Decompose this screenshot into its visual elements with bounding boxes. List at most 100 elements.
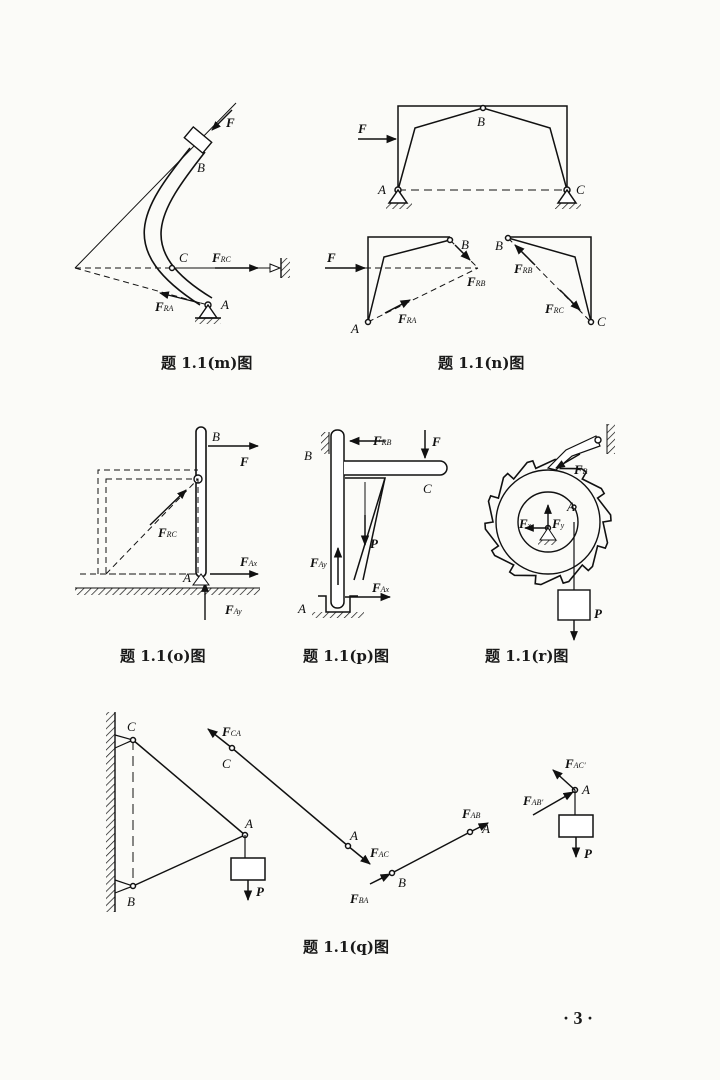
label-C-p: C — [423, 481, 432, 496]
bar-BA-q — [132, 834, 246, 887]
label-FAC-q: FAC — [369, 845, 390, 860]
caption-m: 题 1.1(m)图 — [161, 354, 253, 372]
gear-outline-r — [484, 458, 612, 586]
label-FR-r: FR — [573, 462, 588, 477]
label-A-n-left: A — [350, 321, 359, 336]
label-FRA-m: FRA — [154, 299, 174, 314]
page-number: · 3 · — [563, 1008, 594, 1028]
dashed-rect-o-inner — [97, 469, 198, 574]
label-FAx-o: FAx — [239, 554, 258, 569]
label-C-n-top: C — [576, 182, 585, 197]
label-B-fbd-q: B — [398, 875, 406, 890]
bent-bar-inner — [160, 151, 213, 299]
support-A-m — [197, 303, 219, 319]
label-F-o: F — [239, 454, 249, 469]
label-A2-fbd-q: A — [481, 821, 490, 836]
label-F-m: F — [225, 115, 235, 130]
support-A-n — [387, 188, 409, 204]
label-FCA-q: FCA — [221, 724, 241, 739]
label-B-p: B — [304, 448, 312, 463]
figure-p — [312, 429, 448, 618]
pin-C-n-fbd2 — [587, 318, 595, 326]
label-FRA-n-sub: RA — [406, 316, 417, 325]
ground-hatch-m — [195, 318, 221, 324]
force-F-line-m — [74, 102, 237, 269]
pawl-pin-r — [594, 436, 602, 444]
weight-block-r — [557, 589, 591, 621]
weight-block-q — [230, 857, 266, 881]
label-FAB-prime-q-sub: AB′ — [531, 798, 544, 807]
label-C-q: C — [127, 719, 136, 734]
label-FAB-q-sub: AB — [470, 811, 481, 820]
label-B-n-top: B — [477, 114, 485, 129]
figure-r — [484, 424, 615, 641]
label-A-n-top: A — [377, 182, 386, 197]
force-FAB-prime-arrow-q — [532, 791, 574, 816]
label-P2-q: P — [584, 846, 593, 861]
label-A-q: A — [244, 816, 253, 831]
wall-top-p — [321, 432, 329, 454]
force-FR-arrow-r — [555, 453, 581, 469]
label-FR-r-sub: R — [582, 467, 588, 476]
label-FBA-q: FBA — [349, 891, 369, 906]
ground-O-r — [538, 540, 558, 545]
fbd-bar-BA-q — [391, 831, 471, 874]
force-FRB-arrow-n — [454, 244, 471, 261]
figure-n — [325, 104, 595, 326]
force-F-arrow-m — [211, 109, 233, 131]
dashed-diag-o — [105, 478, 199, 575]
fbd-bar-CA-q — [231, 747, 349, 847]
label-FRB-prime-n: FRB — [513, 261, 533, 276]
label-P-q: P — [256, 884, 265, 899]
figure-m — [74, 102, 290, 324]
ground-C-n — [555, 203, 581, 209]
support-C-n — [556, 188, 578, 204]
label-F-p: F — [431, 434, 441, 449]
label-FRB-n-sub: RB — [475, 279, 486, 288]
label-C-fbd-q: C — [222, 756, 231, 771]
bar-CA-q — [132, 739, 246, 836]
wheel-ring-r — [495, 469, 601, 575]
bent-bar-outer — [143, 147, 201, 306]
bar-end-cap-B — [183, 125, 213, 155]
fbd-right-outer-n — [508, 236, 592, 322]
label-FAy-o-sub: Ay — [233, 607, 242, 616]
label-FRC-sub: RC — [220, 255, 232, 264]
label-FAx-p-sub: Ax — [380, 585, 390, 594]
ground-hatch-o — [75, 588, 260, 595]
fbd-weight-block-q — [558, 814, 594, 838]
label-B-m: B — [197, 160, 205, 175]
wall-pin-m — [269, 263, 282, 273]
caption-r: 题 1.1(r)图 — [485, 647, 569, 665]
label-A-m: A — [220, 297, 229, 312]
label-FBA-q-sub: BA — [359, 896, 369, 905]
label-FRC-o: FRC — [157, 525, 178, 540]
force-FAC-arrow-q — [347, 845, 371, 865]
wheel-hub-r — [517, 491, 579, 553]
label-A-o: A — [182, 570, 191, 585]
caption-o: 题 1.1(o)图 — [120, 647, 206, 665]
label-FAC-prime-q: FAC′ — [564, 756, 586, 771]
label-F-n-top: F — [357, 121, 367, 136]
label-FAB-q: FAB — [461, 806, 481, 821]
pin-B-n-fbd — [446, 236, 454, 244]
label-P-r: P — [594, 606, 603, 621]
wall-hatch-q — [106, 712, 115, 912]
label-F-n-bottom: F — [326, 250, 336, 265]
support-A-o — [192, 573, 210, 586]
hinge-B-n — [479, 104, 487, 112]
force-FCA-arrow-q — [207, 728, 233, 749]
dashed-B-n — [449, 239, 479, 269]
force-FBA-arrow-q — [369, 873, 391, 885]
ground-A-n — [386, 203, 412, 209]
label-FRA-sub: RA — [163, 304, 174, 313]
pin-A-n-fbd — [364, 318, 372, 326]
strut-inner-p — [362, 477, 386, 581]
force-FRB-prime-arrow-n — [514, 244, 536, 266]
label-C-n-right: C — [597, 314, 606, 329]
label-B-o: B — [212, 429, 220, 444]
figure-o — [75, 426, 260, 620]
force-FAC-prime-arrow-q — [552, 769, 576, 791]
horizontal-bar-p — [344, 460, 448, 476]
